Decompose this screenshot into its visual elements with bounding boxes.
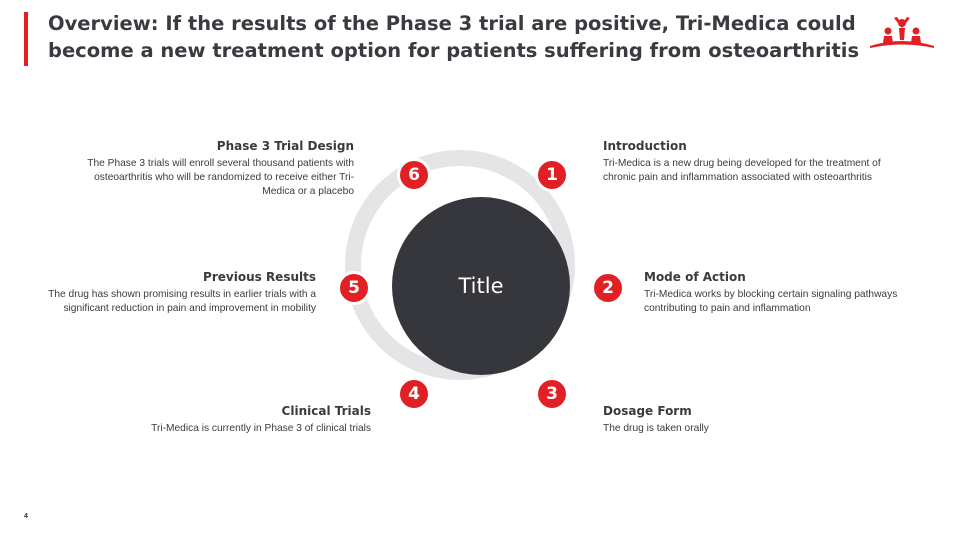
step-1-block: Introduction Tri-Medica is a new drug be… (603, 139, 893, 185)
title-accent-bar (24, 12, 28, 66)
step-2-text: Tri-Medica works by blocking certain sig… (644, 289, 898, 314)
step-3-badge: 3 (535, 377, 569, 411)
slide-title-line-2: become a new treatment option for patien… (48, 39, 860, 62)
slide-title: Overview: If the results of the Phase 3 … (48, 10, 860, 64)
step-4-block: Clinical Trials Tri-Medica is currently … (91, 404, 371, 436)
step-5-text: The drug has shown promising results in … (48, 289, 316, 314)
step-6-badge: 6 (397, 158, 431, 192)
step-1-text: Tri-Medica is a new drug being developed… (603, 158, 881, 183)
step-6-heading: Phase 3 Trial Design (216, 139, 354, 153)
step-3-text: The drug is taken orally (603, 423, 709, 434)
step-4-badge: 4 (397, 377, 431, 411)
step-2-heading: Mode of Action (644, 270, 746, 284)
step-6-block: Phase 3 Trial Design The Phase 3 trials … (79, 139, 354, 199)
step-3-heading: Dosage Form (603, 404, 692, 418)
center-circle: Title (392, 197, 570, 375)
people-logo-icon (870, 17, 934, 48)
step-1-heading: Introduction (603, 139, 687, 153)
step-2-block: Mode of Action Tri-Medica works by block… (644, 270, 924, 316)
step-4-text: Tri-Medica is currently in Phase 3 of cl… (151, 423, 371, 434)
step-3-block: Dosage Form The drug is taken orally (603, 404, 883, 436)
step-5-block: Previous Results The drug has shown prom… (36, 270, 316, 316)
slide-title-line-1: Overview: If the results of the Phase 3 … (48, 12, 856, 35)
step-5-heading: Previous Results (203, 270, 316, 284)
step-4-heading: Clinical Trials (281, 404, 371, 418)
step-5-badge: 5 (337, 271, 371, 305)
page-number: 4 (24, 513, 28, 520)
step-2-badge: 2 (591, 271, 625, 305)
center-title: Title (458, 274, 504, 298)
step-1-badge: 1 (535, 158, 569, 192)
step-6-text: The Phase 3 trials will enroll several t… (87, 158, 354, 197)
